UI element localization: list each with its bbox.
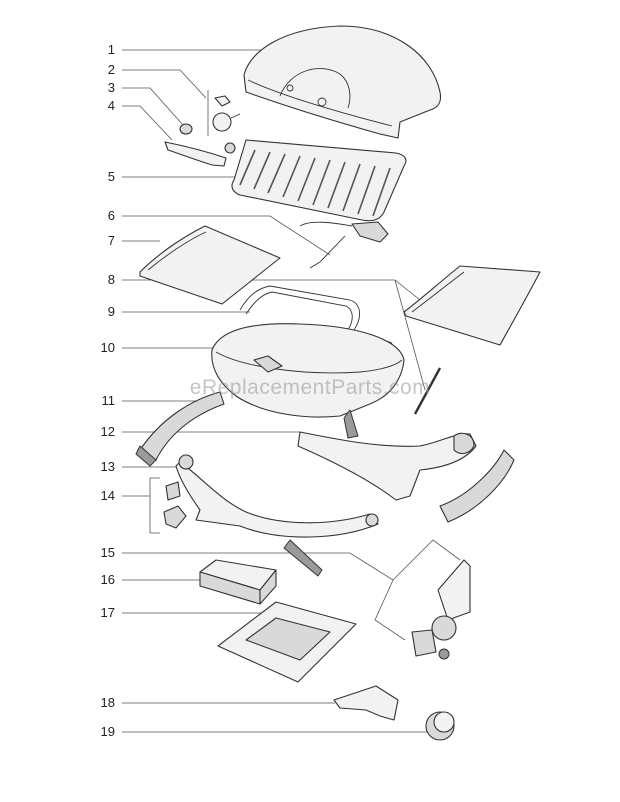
callout-12: 12 (100, 424, 115, 439)
part-drip-tray (199, 559, 277, 605)
callout-9: 9 (107, 304, 115, 319)
callout-7: 7 (107, 233, 115, 248)
callout-4: 4 (107, 98, 115, 113)
part-handle (164, 123, 236, 167)
part-drip-liner (217, 601, 357, 683)
part-base-stand (175, 454, 379, 577)
part-regulator (411, 559, 471, 660)
part-cooking-grate (231, 139, 407, 222)
callout-3: 3 (107, 80, 115, 95)
callout-19: 19 (100, 724, 115, 739)
part-rod (413, 367, 442, 415)
callout-8: 8 (107, 272, 115, 287)
callout-2: 2 (107, 62, 115, 77)
part-frame (297, 431, 477, 501)
callout-1: 1 (107, 42, 115, 57)
part-right-side-table (403, 265, 541, 346)
part-cookbox (211, 323, 405, 439)
callout-5: 5 (107, 169, 115, 184)
callout-18: 18 (100, 695, 115, 710)
part-small-fittings (163, 481, 187, 529)
part-lid (243, 25, 442, 139)
callout-6: 6 (107, 208, 115, 223)
part-right-grip (439, 449, 515, 523)
part-left-side-table (139, 225, 281, 305)
part-ignitor (299, 221, 389, 269)
part-left-grip (135, 391, 225, 467)
callout-10: 10 (100, 340, 115, 355)
watermark: eReplacementParts.com (189, 376, 431, 399)
callout-16: 16 (100, 572, 115, 587)
callout-14: 14 (100, 488, 115, 503)
part-knob (425, 711, 455, 741)
part-thermometer (207, 90, 241, 136)
part-bracket (333, 685, 399, 721)
callout-17: 17 (100, 605, 115, 620)
callout-15: 15 (100, 545, 115, 560)
callout-11: 11 (101, 393, 116, 408)
callout-13: 13 (100, 459, 115, 474)
